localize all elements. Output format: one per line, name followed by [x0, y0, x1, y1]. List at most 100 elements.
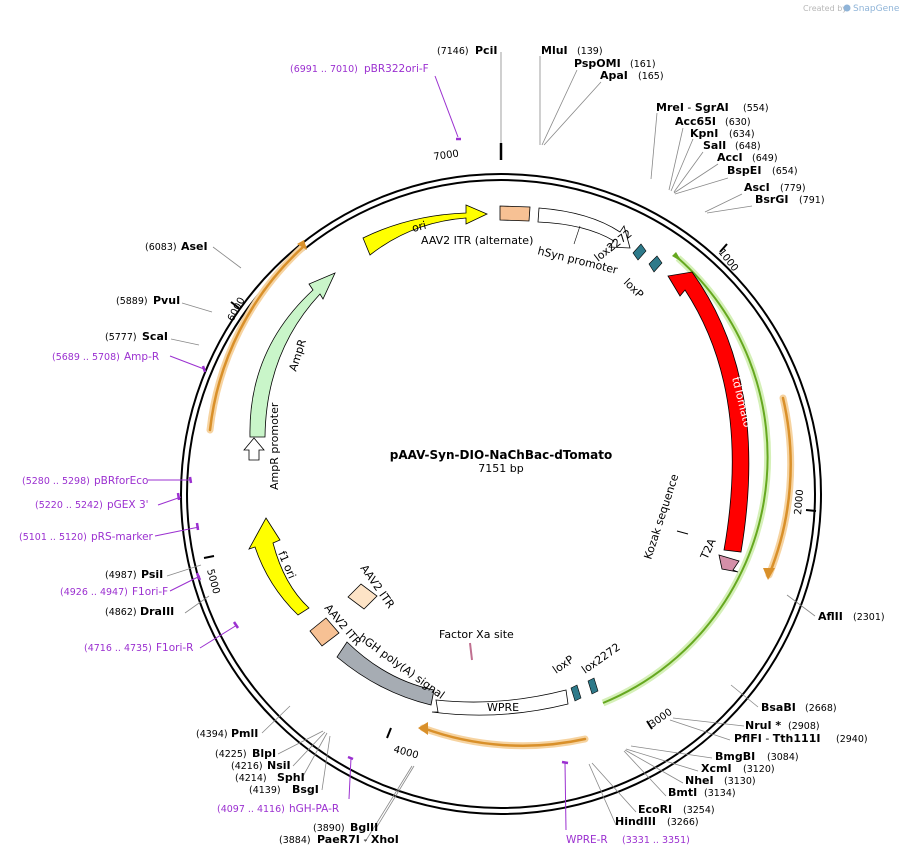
site-pos-acci: (649): [752, 153, 778, 164]
site-pos-pvui: (5889): [116, 296, 148, 307]
feature-t2a-label: T2A: [698, 536, 719, 562]
primer-name-f1orif: F1ori-F: [132, 586, 168, 598]
site-name-pvui: PvuI: [153, 294, 180, 307]
primer-label-pbrforeco: (5280 .. 5298) pBRforEco: [22, 475, 148, 487]
primer-pos-pbr322ori: (6991 .. 7010): [290, 64, 358, 75]
site-label-pflfi: PflFI - Tth111I (2940): [734, 732, 868, 745]
site-name-bglii: BglII: [350, 821, 378, 834]
site-name-hindiii: HindIII: [615, 815, 656, 828]
site-label-draiii: (4862) DraIII: [105, 605, 174, 618]
feature-itr-left: [309, 617, 340, 647]
site-label-nrui: NruI * (2908): [745, 719, 820, 732]
site-pos-pmli: (4394): [196, 729, 228, 740]
primer-name-pbrforeco: pBRforEco: [94, 475, 148, 487]
site-label-pcii: (7146) PciI: [437, 44, 497, 57]
feature-lox2272-top: [632, 243, 647, 261]
site-pos-bsabi: (2668): [805, 703, 837, 714]
site-name-bmti: BmtI: [668, 786, 697, 799]
hsyn-leader: [573, 225, 581, 245]
primer-name-prsmarker: pRS-marker: [91, 531, 154, 543]
site-pos-xcmi: (3120): [743, 764, 775, 775]
site-pos-mlui: (139): [577, 46, 603, 57]
site-label-bsabi: BsaBI (2668): [761, 701, 837, 714]
site-name-paer7i: PaeR7I - XhoI: [317, 833, 399, 846]
site-name-acci: AccI: [717, 151, 743, 164]
site-label-pmli: (4394) PmlI: [196, 727, 258, 740]
feature-ori: [362, 204, 488, 256]
feature-tdtomato: [667, 271, 750, 553]
site-label-bspei: BspEI (654): [727, 164, 798, 177]
site-name-scai: ScaI: [142, 330, 168, 343]
site-pos-aflii: (2301): [853, 612, 885, 623]
site-label-xcmi: XcmI (3120): [701, 762, 775, 775]
site-pos-paer7i: (3884): [279, 835, 311, 846]
primer-marks: [176, 137, 569, 765]
tick-5000: 5000: [204, 568, 221, 595]
feature-loxp-top-label: loxP: [621, 276, 646, 301]
site-label-bsgi: (4139) BsgI: [249, 783, 319, 796]
site-name-draiii: DraIII: [140, 605, 174, 618]
site-label-bsrgi: BsrGI (791): [755, 193, 825, 206]
site-label-kpni: KpnI (634): [690, 127, 755, 140]
snapgene-logo-icon: [843, 4, 851, 12]
site-pos-draiii: (4862): [105, 607, 137, 618]
site-pos-hindiii: (3266): [667, 817, 699, 828]
green-arc-arrow: [672, 252, 682, 262]
tick-3000: 3000: [647, 707, 674, 731]
feature-f1ori: [248, 517, 310, 616]
site-pos-bsrgi: (791): [799, 195, 825, 206]
site-name-sali: SalI: [703, 139, 726, 152]
primer-name-wprer: WPRE-R: [566, 834, 608, 846]
feature-wpre-label: WPRE: [487, 701, 519, 714]
feature-amprpromoter-label: AmpR promoter: [268, 402, 281, 490]
site-label-sphi: (4214) SphI: [235, 771, 305, 784]
site-name-nrui: NruI *: [745, 719, 781, 732]
site-pos-asei: (6083): [145, 242, 177, 253]
site-pos-scai: (5777): [105, 332, 137, 343]
primer-name-hghpar: hGH-PA-R: [289, 803, 339, 815]
primer-label-wprer: WPRE-R (3331 .. 3351): [566, 834, 690, 846]
feature-ampr-label: AmpR: [286, 337, 309, 373]
site-name-asei: AseI: [181, 240, 208, 253]
feature-itr-top-label: AAV2 ITR (alternate): [421, 234, 533, 247]
orf-arrow-left: [297, 240, 307, 250]
feature-factorxa: [469, 642, 473, 661]
primer-name-f1orir: F1ori-R: [156, 642, 193, 654]
site-name-aflii: AflII: [818, 610, 843, 623]
site-pos-bspei: (654): [772, 166, 798, 177]
site-name-bmgbi: BmgBI: [715, 750, 755, 763]
site-name-bsrgi: BsrGI: [755, 193, 788, 206]
primer-pos-pgex3: (5220 .. 5242): [35, 500, 103, 511]
primer-name-pgex3: pGEX 3': [107, 499, 149, 511]
backbone-outer: [180, 173, 822, 815]
site-label-paer7i: (3884) PaeR7I - XhoI: [279, 833, 399, 846]
site-label-pspomi: PspOMI (161): [574, 57, 656, 70]
feature-hgh: [336, 641, 435, 706]
primer-leaders: [148, 75, 567, 831]
site-pos-apai: (165): [638, 71, 664, 82]
tick-2000: 2000: [793, 489, 806, 515]
primer-pos-ampr: (5689 .. 5708): [52, 352, 120, 363]
feature-lox2272-bottom: [587, 677, 599, 695]
primer-label-hghpar: (4097 .. 4116) hGH-PA-R: [217, 803, 339, 815]
site-pos-blpi: (4225): [215, 749, 247, 760]
site-label-acc65i: Acc65I (630): [675, 115, 751, 128]
primer-label-f1orif: (4926 .. 4947) F1ori-F: [60, 586, 168, 598]
site-pos-pspomi: (161): [630, 59, 656, 70]
site-name-pflfi: PflFI - Tth111I: [734, 732, 820, 745]
feature-amprpromoter: [243, 437, 265, 461]
feature-loxp-top: [648, 255, 663, 273]
primer-label-pgex3: (5220 .. 5242) pGEX 3': [35, 499, 149, 511]
site-pos-psii: (4987): [105, 570, 137, 581]
orf-arrow-bottom: [418, 722, 428, 735]
site-name-bspei: BspEI: [727, 164, 761, 177]
site-name-blpi: BlpI: [252, 747, 276, 760]
site-pos-mrei: (554): [743, 103, 769, 114]
site-label-nsii: (4216) NsiI: [231, 759, 291, 772]
feature-wpre: [431, 689, 569, 716]
feature-hsyn: [537, 207, 631, 249]
credit-prefix: Created by: [803, 4, 847, 13]
feature-lox2272-bottom-label: lox2272: [579, 641, 622, 677]
plasmid-name: pAAV-Syn-DIO-NaChBac-dTomato: [390, 448, 612, 462]
